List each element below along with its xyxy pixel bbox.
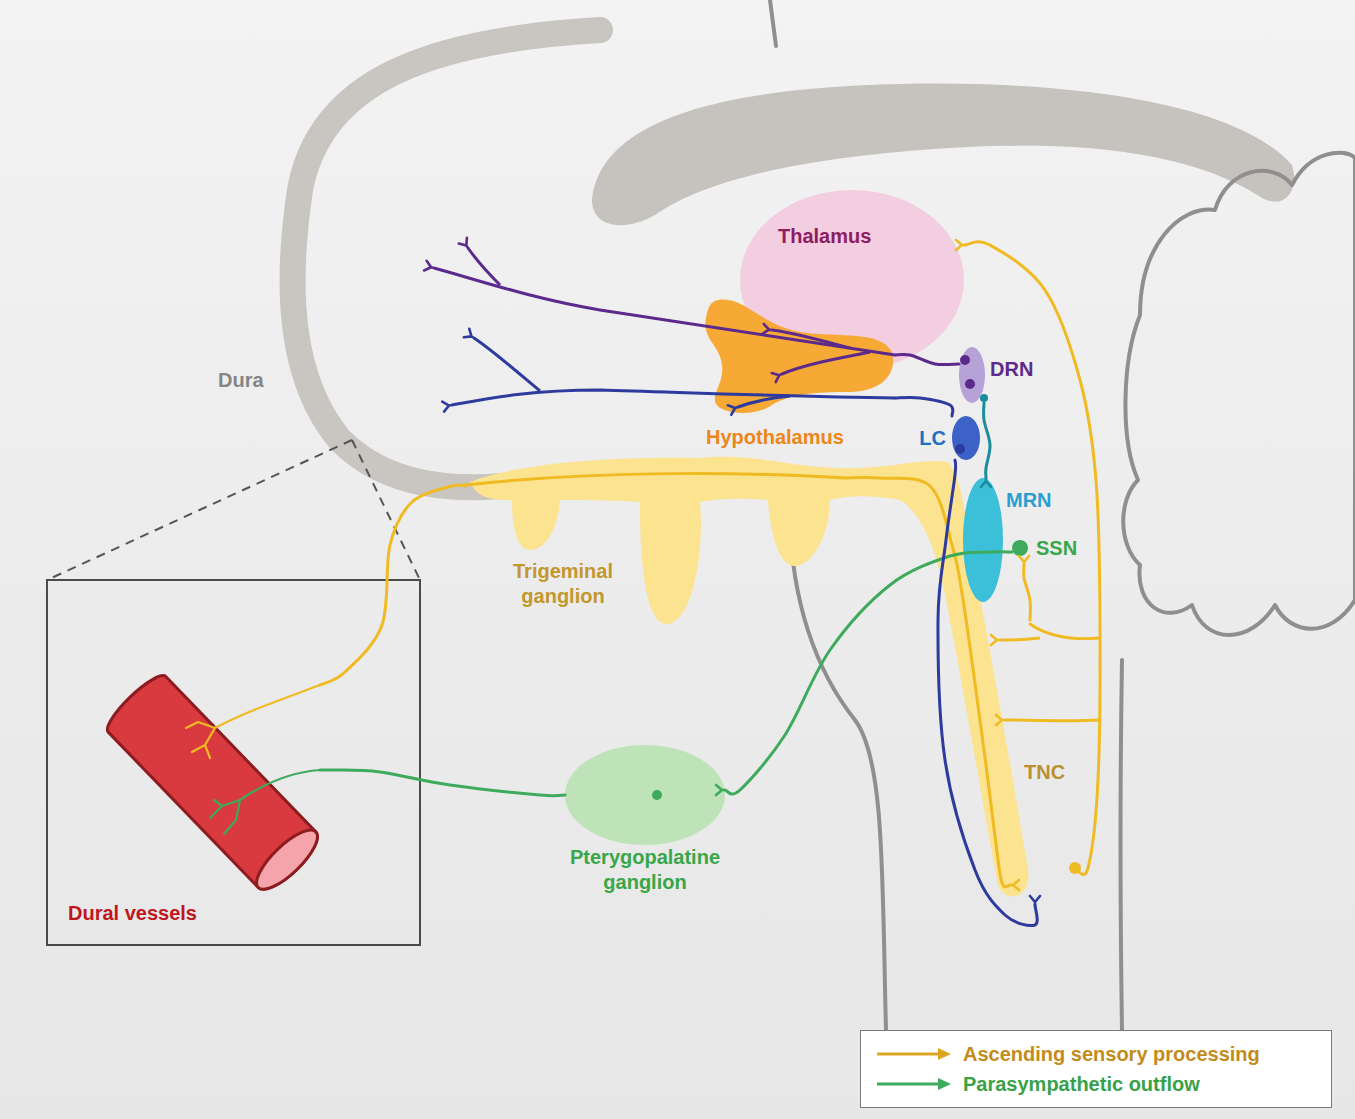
region-label: Thalamus (778, 224, 871, 249)
region-label: LC (919, 426, 946, 451)
legend-text: Ascending sensory processing (963, 1042, 1260, 1067)
nerve-fibre (984, 403, 990, 478)
cerebellum-outline (1123, 153, 1355, 635)
legend-arrowhead (938, 1078, 951, 1090)
nerve-fibre (895, 397, 953, 416)
hypothalamus-region: Hypothalamus (700, 295, 895, 455)
noradrenergic-fibre (474, 338, 540, 391)
vessel-cylinder (101, 669, 325, 897)
nerve-fibre (320, 485, 465, 685)
zoom-line (47, 440, 352, 580)
region-label: Trigeminal ganglion (493, 559, 633, 609)
vessel-body (101, 669, 325, 897)
cell-body (955, 444, 965, 454)
region-label: Dural vessels (68, 901, 197, 926)
sensory-fibre (1000, 638, 1040, 640)
pterygopalatine-ganglion: Pterygopalatine ganglion (565, 745, 725, 845)
brainstem-outline (1121, 660, 1123, 1030)
nerve-fibre (320, 770, 565, 796)
legend-text: Parasympathetic outflow (963, 1072, 1200, 1097)
serotonergic-fibre (782, 352, 870, 374)
nerve-fibre (965, 242, 1100, 875)
ssn-cell-body (1012, 540, 1028, 556)
dural-vessels: Dural vessels (65, 685, 320, 930)
serotonergic-fibre (434, 268, 895, 355)
serotonergic-fibre (772, 330, 850, 348)
dura-label: Dura (216, 366, 268, 397)
legend-sample (875, 1074, 953, 1094)
legend-arrowhead (938, 1048, 951, 1060)
legend-row: Parasympathetic outflow (875, 1069, 1317, 1099)
cell-body (980, 394, 988, 402)
region-label: MRN (1006, 488, 1052, 513)
region-label: TNC (1024, 760, 1065, 785)
legend-row: Ascending sensory processing (875, 1039, 1317, 1069)
tnc-nucleus: TNC (1010, 620, 1075, 905)
cell-body (960, 355, 970, 365)
nerve-fibre (895, 354, 959, 364)
parasympathetic-terminal (210, 770, 320, 834)
mrn-nucleus: MRN (963, 478, 1003, 602)
lc-nucleus: LC (952, 416, 980, 460)
vessel-lumen (249, 822, 326, 898)
legend-sample (875, 1044, 953, 1064)
brain-outline (770, 0, 776, 46)
legend-line (877, 1083, 941, 1086)
sensory-fibre (1030, 624, 1099, 639)
noradrenergic-fibre (452, 390, 895, 405)
serotonergic-fibre (468, 248, 500, 285)
sensory-terminal (186, 685, 320, 758)
legend-line (877, 1053, 941, 1056)
nerve-fibre (845, 477, 1010, 886)
dura-band (293, 30, 600, 487)
nerve-fibre (725, 552, 1012, 794)
mrn-shape (963, 478, 1003, 602)
lc-shape (952, 416, 980, 460)
cell-body (652, 790, 662, 800)
legend-box: Ascending sensory processingParasympathe… (860, 1030, 1332, 1108)
drn-shape (959, 347, 985, 403)
region-label: Dura (218, 368, 264, 393)
inset-frame (47, 580, 420, 945)
region-label: Hypothalamus (706, 425, 844, 450)
zoom-line (352, 440, 420, 580)
brainstem-outline (790, 520, 886, 1030)
nerve-fibre (938, 460, 1037, 925)
region-label: SSN (1036, 536, 1077, 561)
trigeminal-shape (470, 457, 1028, 897)
cell-body (965, 379, 975, 389)
ssn-nucleus: SSN (1012, 535, 1082, 565)
drn-nucleus: DRN (959, 347, 985, 403)
region-label: Pterygopalatine ganglion (535, 845, 755, 895)
pterygopalatine-shape (565, 745, 725, 845)
trigeminal-ganglion: Trigeminal ganglion (465, 455, 845, 630)
corpus-callosum (592, 84, 1294, 226)
sensory-fibre (465, 474, 845, 485)
noradrenergic-fibre (738, 396, 790, 407)
nerve-fibre (1024, 565, 1031, 620)
sensory-fibre (1005, 719, 1099, 723)
region-label: DRN (990, 357, 1033, 382)
thalamus-region: Thalamus (740, 190, 965, 370)
